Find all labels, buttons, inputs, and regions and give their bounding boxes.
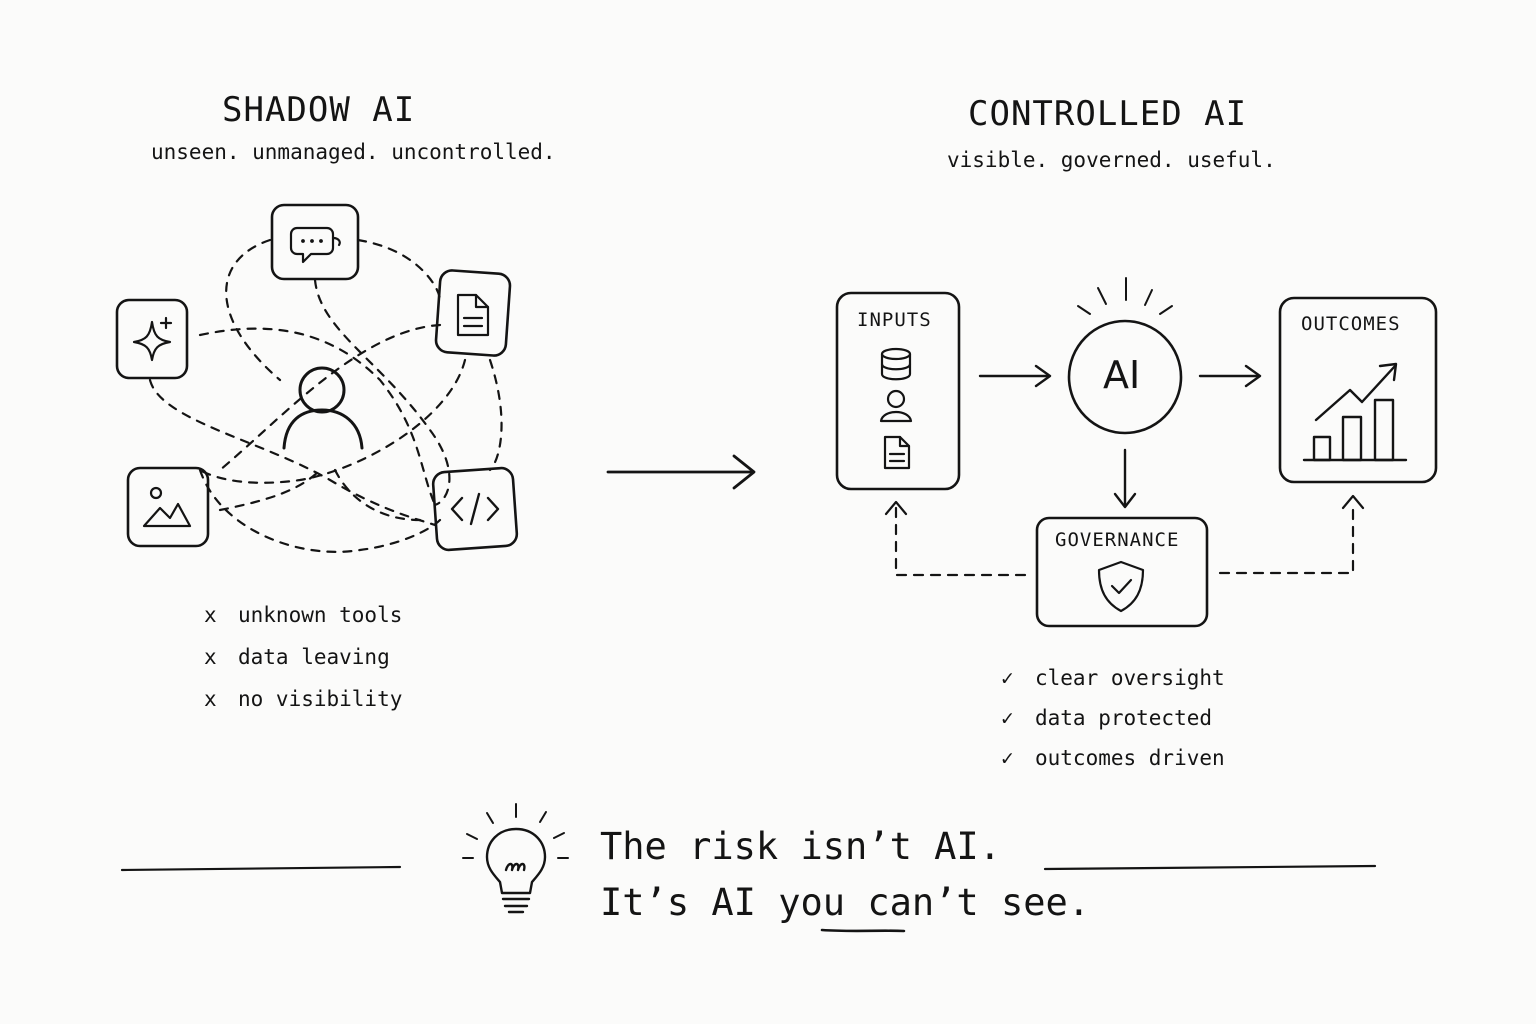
document-tool-box — [434, 269, 512, 357]
chat-tool-box — [270, 203, 360, 281]
controlled-ai-title: CONTROLLED AI — [968, 94, 1248, 134]
lightbulb-rays — [462, 803, 569, 859]
governance-to-outcomes-arrow — [1218, 494, 1365, 575]
benefit-mark: ✓ — [1001, 746, 1014, 770]
code-tool-box — [431, 466, 519, 552]
controlled-ai-subtitle: visible. governed. useful. — [947, 148, 1276, 172]
dashed-connections — [148, 238, 503, 553]
ai-label: AI — [1103, 353, 1141, 397]
inputs-to-ai-arrow — [978, 364, 1052, 388]
benefit-item: ✓ clear oversight — [1001, 666, 1225, 690]
image-tool-box — [126, 466, 210, 548]
cant-underline — [820, 928, 906, 933]
shadow-ai-subtitle: unseen. unmanaged. uncontrolled. — [151, 140, 556, 164]
ai-to-outcomes-arrow — [1198, 364, 1262, 388]
footer-divider-right — [1043, 864, 1377, 871]
risk-item: x no visibility — [204, 687, 402, 711]
code-icon — [450, 492, 500, 526]
risk-text: data leaving — [238, 645, 390, 669]
ai-node — [1067, 277, 1183, 435]
transition-arrow — [606, 454, 756, 490]
risk-text: unknown tools — [238, 603, 403, 627]
governance-box — [1035, 516, 1209, 628]
document-icon — [456, 293, 490, 337]
outcomes-label: OUTCOMES — [1301, 313, 1401, 335]
benefit-mark: ✓ — [1001, 706, 1014, 730]
risk-item: x unknown tools — [204, 603, 402, 627]
image-icon — [142, 486, 192, 528]
footer-quote-line2: It’s AI you can’t see. — [600, 881, 1090, 924]
risk-mark: x — [204, 603, 217, 627]
footer-quote-line1: The risk isn’t AI. — [600, 825, 1001, 868]
benefit-text: data protected — [1035, 706, 1213, 730]
person-icon — [879, 389, 913, 423]
sparkle-icon — [132, 316, 173, 362]
footer-line2-end: see. — [978, 881, 1091, 924]
benefit-mark: ✓ — [1001, 666, 1014, 690]
lightbulb-icon — [462, 803, 569, 914]
benefit-text: outcomes driven — [1035, 746, 1225, 770]
ai-to-governance-arrow — [1113, 448, 1137, 509]
footer-line2-start: It’s AI you — [600, 881, 868, 924]
shield-check-icon — [1097, 560, 1145, 613]
chat-bubble-icon — [289, 226, 341, 264]
sparkle-tool-box — [115, 298, 189, 380]
feedback-to-inputs-arrow — [884, 500, 1027, 577]
benefit-item: ✓ outcomes driven — [1001, 746, 1225, 770]
governance-label: GOVERNANCE — [1055, 529, 1180, 551]
risk-item: x data leaving — [204, 645, 390, 669]
risk-text: no visibility — [238, 687, 403, 711]
footer-divider-left — [120, 865, 402, 872]
inputs-box — [835, 291, 961, 491]
benefit-text: clear oversight — [1035, 666, 1225, 690]
file-icon — [883, 435, 911, 470]
ai-glow-rays — [1077, 277, 1173, 315]
growth-chart-icon — [1302, 362, 1408, 462]
footer-line2-emphasis: can’t — [867, 881, 979, 924]
shadow-ai-title: SHADOW AI — [222, 90, 416, 130]
risk-mark: x — [204, 645, 217, 669]
benefit-item: ✓ data protected — [1001, 706, 1212, 730]
outcomes-box — [1278, 296, 1438, 484]
risk-mark: x — [204, 687, 217, 711]
inputs-label: INPUTS — [857, 309, 932, 331]
database-icon — [880, 347, 912, 381]
user-icon — [282, 366, 364, 450]
